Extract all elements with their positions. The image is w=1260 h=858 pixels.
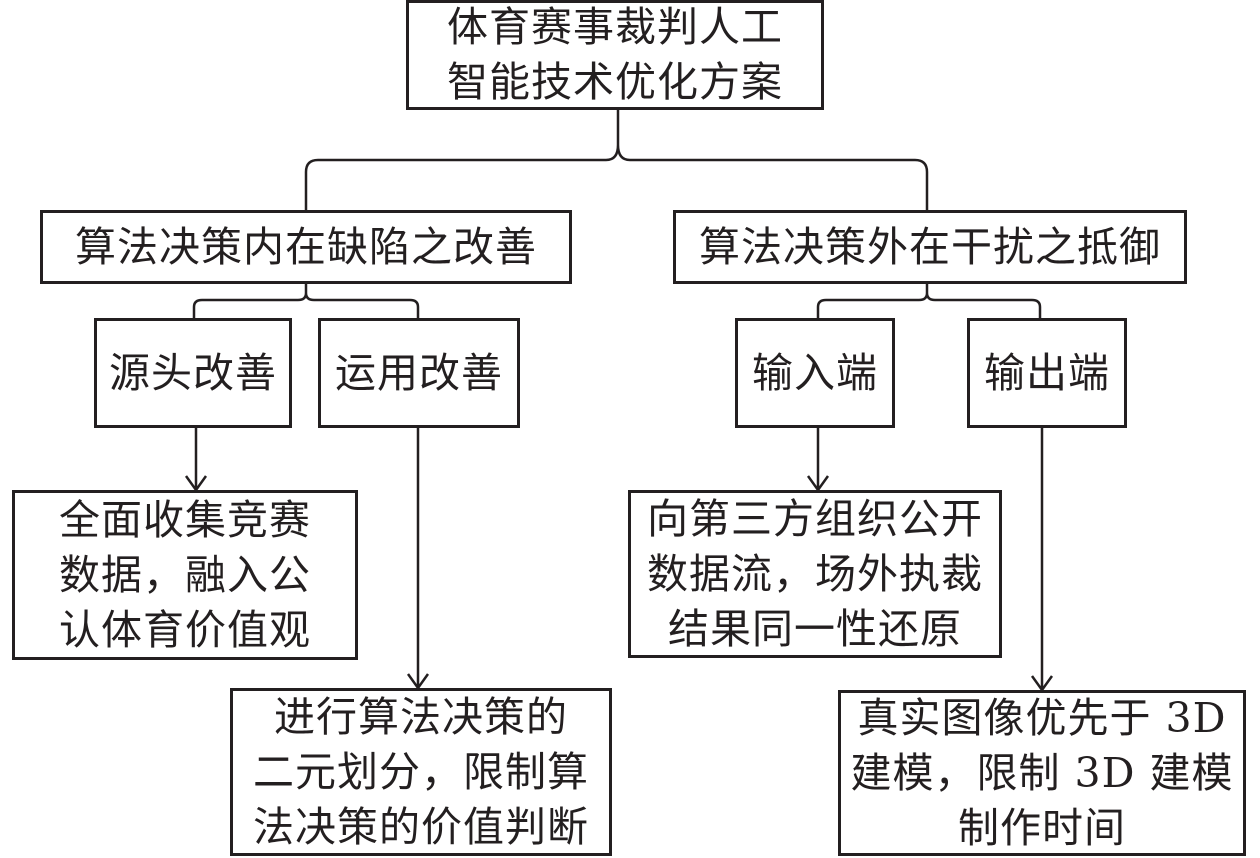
input-end-label: 输入端	[752, 348, 878, 397]
left-branch-node: 算法决策内在缺陷之改善	[40, 210, 572, 284]
use-improve-label: 运用改善	[335, 348, 503, 397]
arrow-input-detail	[806, 428, 830, 493]
right-branch-node: 算法决策外在干扰之抵御	[673, 210, 1187, 284]
use-detail-node: 进行算法决策的 二元划分，限制算 法决策的价值判断	[230, 688, 612, 856]
output-end-label: 输出端	[984, 348, 1110, 397]
use-detail-label: 进行算法决策的 二元划分，限制算 法决策的价值判断	[253, 692, 589, 851]
source-detail-label: 全面收集竞赛 数据，融入公 认体育价值观	[59, 495, 311, 654]
use-improve-node: 运用改善	[318, 318, 520, 428]
right-branch-label: 算法决策外在干扰之抵御	[699, 222, 1161, 271]
source-improve-node: 源头改善	[94, 318, 292, 428]
left-branch-label: 算法决策内在缺陷之改善	[75, 222, 537, 271]
right-branch-brace	[816, 284, 1042, 318]
output-end-node: 输出端	[967, 318, 1127, 428]
output-detail-label: 真实图像优先于 3D 建模，限制 3D 建模 制作时间	[850, 693, 1234, 852]
source-detail-node: 全面收集竞赛 数据，融入公 认体育价值观	[12, 490, 358, 660]
left-branch-brace	[192, 284, 420, 318]
input-end-node: 输入端	[735, 318, 895, 428]
output-detail-node: 真实图像优先于 3D 建模，限制 3D 建模 制作时间	[838, 690, 1246, 856]
source-improve-label: 源头改善	[109, 348, 277, 397]
input-detail-node: 向第三方组织公开 数据流，场外执裁 结果同一性还原	[628, 490, 1002, 658]
root-brace	[304, 110, 929, 210]
input-detail-label: 向第三方组织公开 数据流，场外执裁 结果同一性还原	[647, 494, 983, 653]
arrow-use-detail	[406, 428, 430, 691]
arrow-source-detail	[184, 428, 208, 493]
root-node: 体育赛事裁判人工 智能技术优化方案	[406, 0, 824, 110]
arrow-output-detail	[1030, 428, 1054, 693]
root-node-label: 体育赛事裁判人工 智能技术优化方案	[447, 3, 783, 106]
